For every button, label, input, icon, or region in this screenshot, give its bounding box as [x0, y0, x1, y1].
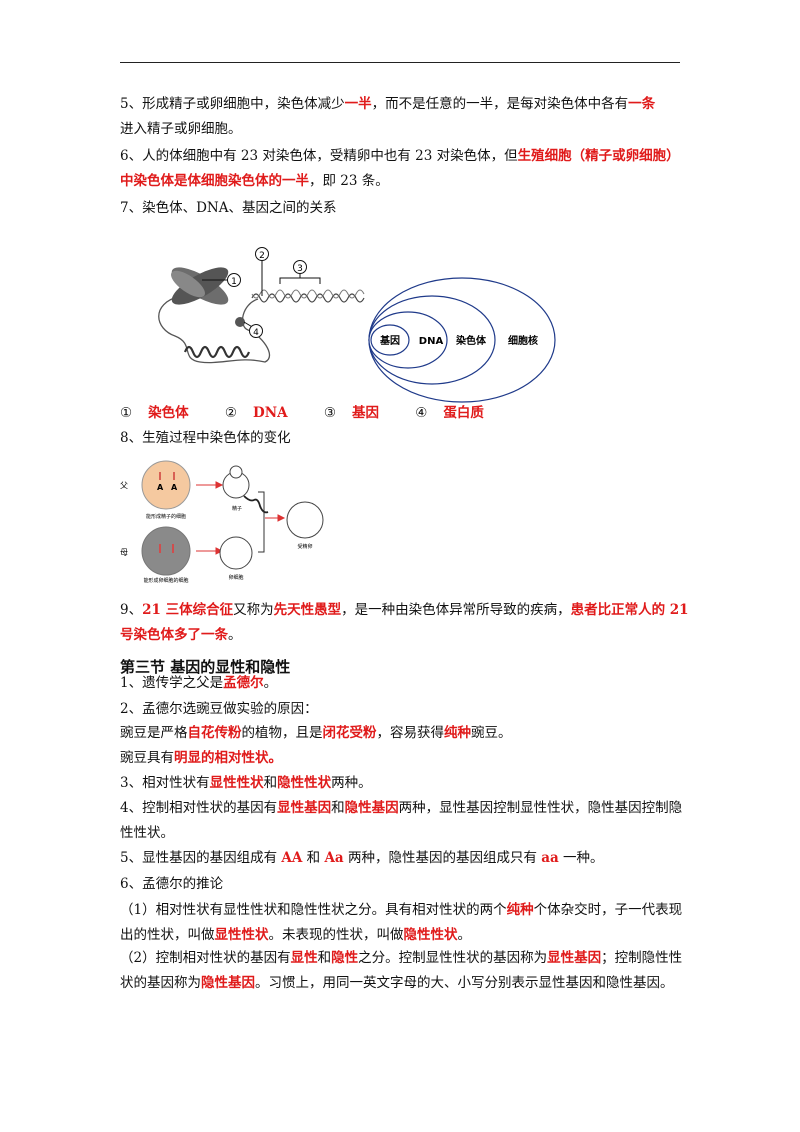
- marker-1: 1: [227, 273, 241, 287]
- label-dna: DNA: [419, 336, 444, 347]
- mother-label: 母: [120, 548, 128, 557]
- text: ，即 23 条。: [309, 173, 389, 189]
- egg-label: 卵细胞: [228, 574, 243, 581]
- section-item-6-1: （1）相对性状有显性性状和隐性性状之分。具有相对性状的两个纯种个体杂交时，子一代…: [120, 902, 683, 943]
- section-item-4: 4、控制相对性状的基因有显性基因和隐性基因两种，显性基因控制显性性状，隐性基因控…: [120, 800, 683, 841]
- section-item-2: 2、孟德尔选豌豆做实验的原因：: [120, 701, 318, 717]
- marker-3: 3: [293, 260, 307, 274]
- svg-text:A: A: [171, 483, 178, 492]
- helix: [251, 293, 365, 303]
- label-chromosome: 染色体: [455, 334, 487, 347]
- egg-cell: [219, 536, 253, 570]
- chromosome-diagram: 1 2 3 4 基因 DNA 染色体 细胞核: [158, 247, 556, 403]
- item-7: 7、染色体、DNA、基因之间的关系: [120, 200, 337, 216]
- highlight: 一半: [344, 96, 372, 112]
- marker-4: 4: [249, 324, 263, 338]
- sperm-label: 精子: [232, 505, 242, 512]
- highlight: 生殖细胞（精子或卵细胞）中染色体是体细胞染色体的一半: [120, 148, 680, 189]
- svg-text:1: 1: [231, 277, 237, 287]
- zygote-label: 受精卵: [297, 543, 312, 550]
- protein-dot: [235, 317, 245, 327]
- zygote: [286, 501, 324, 539]
- item-9: 9、21 三体综合征又称为先天性愚型，是一种由染色体异常所导致的疾病，患者比正常…: [120, 602, 689, 643]
- text: 5、形成精子或卵细胞中，染色体减少: [120, 96, 345, 112]
- section-item-5: 5、显性基因的基因组成有 AA 和 Aa 两种，隐性基因的基因组成只有 aa 一…: [120, 850, 604, 866]
- item-5: 5、形成精子或卵细胞中，染色体减少一半，而不是任意的一半，是每对染色体中各有一条…: [120, 92, 690, 142]
- marker-2: 2: [255, 247, 269, 261]
- highlight: 一条: [628, 96, 656, 112]
- sperm: [222, 465, 269, 514]
- dna-coil: [183, 345, 251, 359]
- text: 6、人的体细胞中有 23 对染色体，受精卵中也有 23 对染色体，但: [120, 148, 518, 164]
- section-item-2a: 豌豆是严格自花传粉的植物，且是闭花受粉，容易获得纯种豌豆。: [120, 725, 512, 741]
- section-title: 第三节 基因的显性和隐性: [120, 658, 291, 676]
- label-gene: 基因: [379, 334, 400, 347]
- section-item-2b: 豌豆具有明显的相对性状。: [120, 750, 282, 766]
- item-8: 8、生殖过程中染色体的变化: [120, 430, 291, 446]
- chromosome-shape: [170, 267, 229, 305]
- reproduction-diagram: 父 母 A A 能形成精子的细胞 能形成卵细胞的细胞 精子 卵细胞 受精卵: [120, 460, 324, 584]
- section-item-1: 1、遗传学之父是孟德尔。: [120, 675, 278, 691]
- section-item-6-2: （2）控制相对性状的基因有显性和隐性之分。控制显性性状的基因称为显性基因；控制隐…: [120, 950, 683, 991]
- label-nucleus: 细胞核: [508, 334, 538, 347]
- text: 进入精子或卵细胞。: [120, 121, 242, 137]
- svg-text:3: 3: [297, 264, 303, 274]
- father-label: 父: [120, 481, 128, 490]
- dna-strand: [158, 295, 271, 364]
- father-cell-label: 能形成精子的细胞: [146, 513, 186, 520]
- item-6: 6、人的体细胞中有 23 对染色体，受精卵中也有 23 对染色体，但生殖细胞（精…: [120, 144, 690, 194]
- svg-text:4: 4: [253, 328, 259, 338]
- nested-circles: 基因 DNA 染色体 细胞核: [368, 277, 556, 403]
- section-item-3: 3、相对性状有显性性状和隐性性状两种。: [120, 775, 372, 791]
- header-rule: [120, 62, 680, 63]
- text: ，而不是任意的一半，是每对染色体中各有: [371, 96, 629, 112]
- svg-text:2: 2: [259, 251, 265, 261]
- section-item-6: 6、孟德尔的推论: [120, 876, 224, 892]
- father-cell: A A: [141, 460, 191, 510]
- mother-cell-label: 能形成卵细胞的细胞: [143, 577, 188, 584]
- svg-text:A: A: [157, 483, 164, 492]
- mother-cell: [141, 526, 191, 576]
